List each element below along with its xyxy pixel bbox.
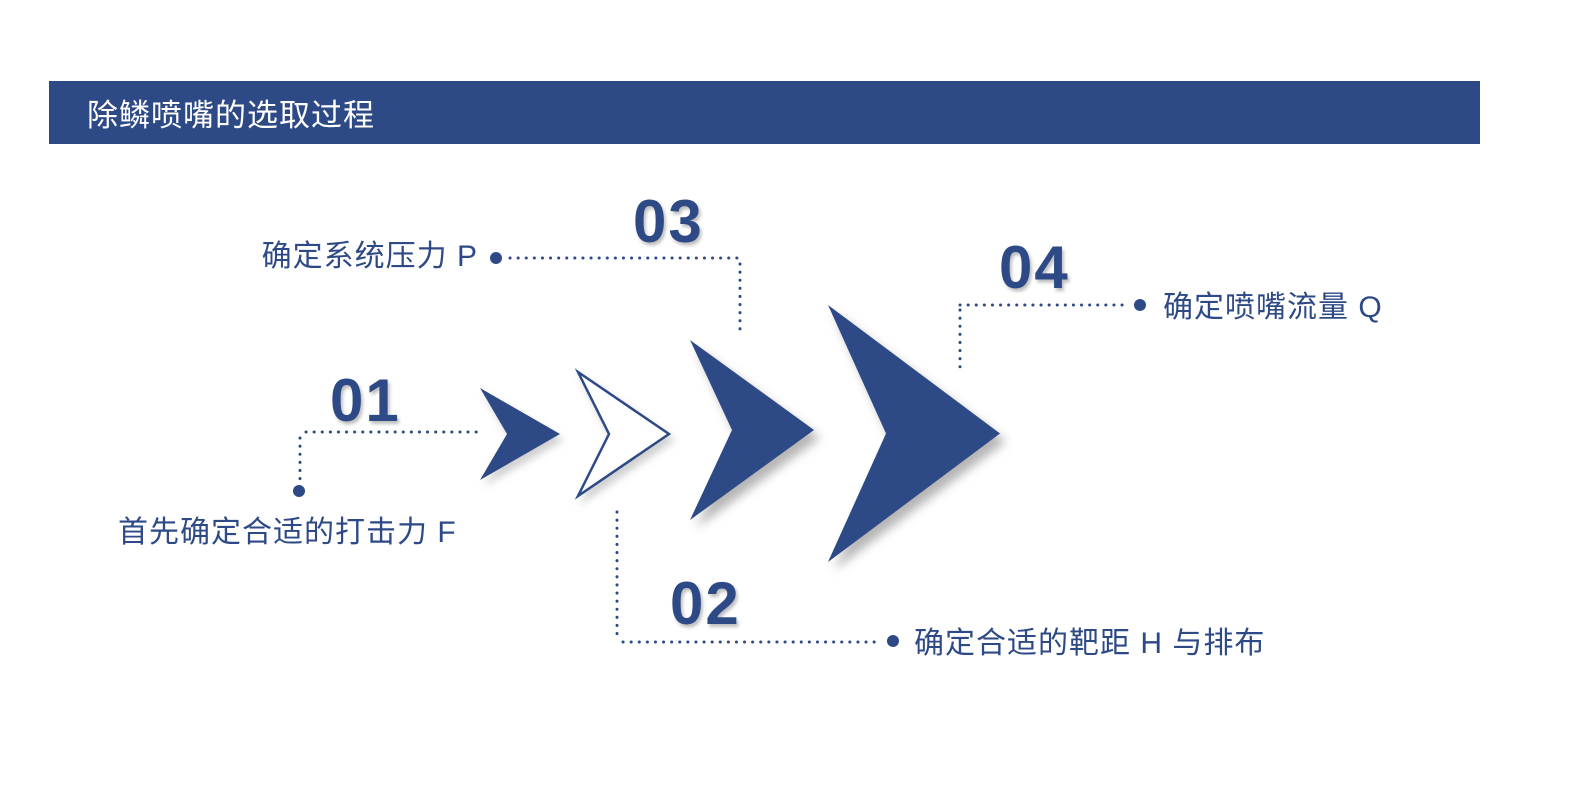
title-banner: 除鳞喷嘴的选取过程: [49, 81, 1480, 144]
step-number-02: 02: [670, 570, 741, 637]
step-label-04: 确定喷嘴流量 Q: [1163, 291, 1383, 324]
step-label-02: 确定合适的靶距 H 与排布: [914, 627, 1266, 660]
chevron-arrow-4: [828, 305, 1000, 562]
step-number-04: 04: [999, 234, 1070, 301]
step-number-03: 03: [633, 188, 704, 255]
step-label-01: 首先确定合适的打击力 F: [118, 516, 457, 549]
page-title: 除鳞喷嘴的选取过程: [87, 98, 375, 133]
step-label-03: 确定系统压力 P: [261, 240, 478, 273]
chevron-arrow-3: [690, 340, 814, 520]
step-number-01: 01: [330, 367, 401, 434]
connector-step-03: [490, 252, 742, 332]
chevron-arrow-1: [480, 388, 560, 480]
connector-step-01: [293, 430, 479, 497]
chevron-arrow-2-outline: [574, 368, 672, 500]
